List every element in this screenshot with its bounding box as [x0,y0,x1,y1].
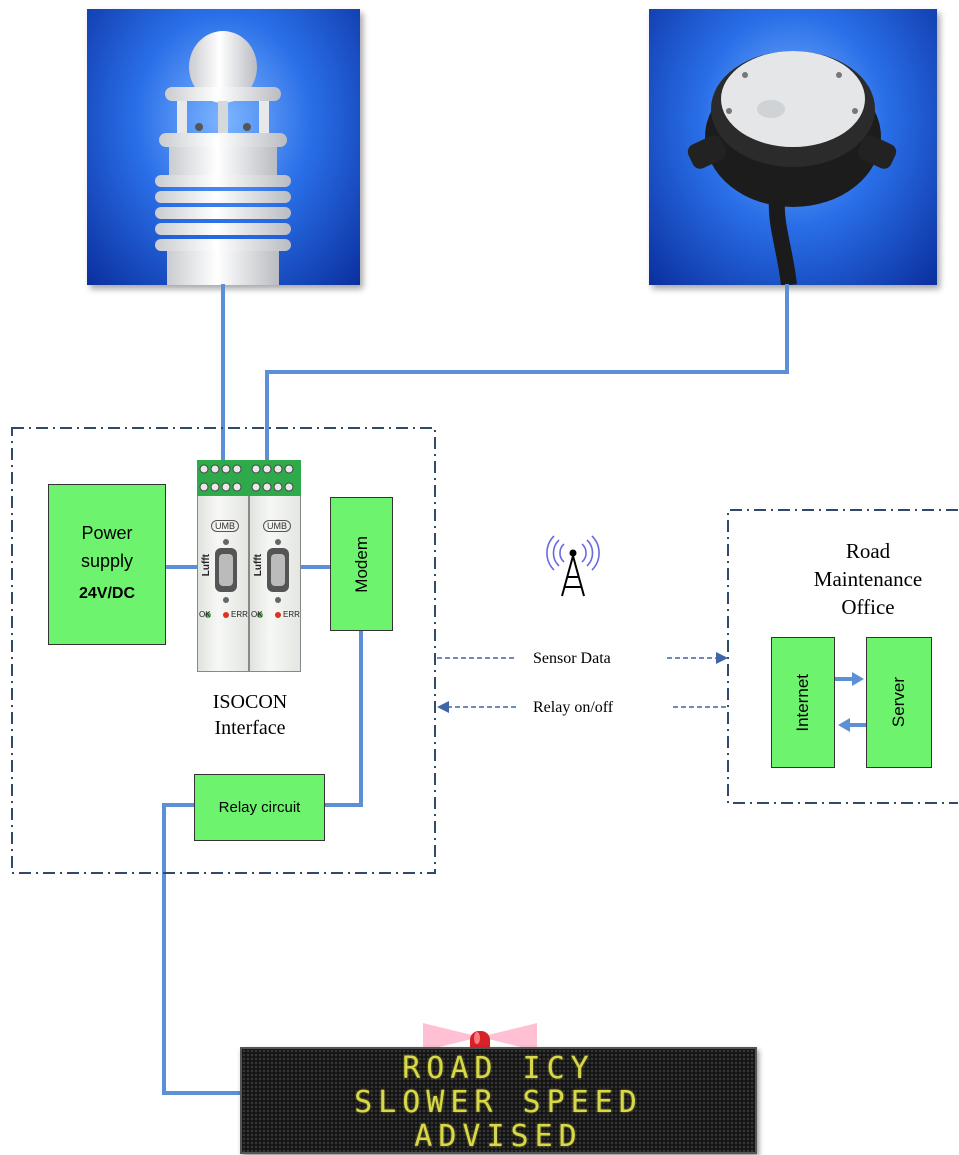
power-supply-title: Power supply [80,523,134,571]
power-supply-box: Power supply 24V/DC [48,484,166,645]
isocon-caption: ISOCON Interface [185,689,315,741]
brand-label-left: Lufft [201,554,212,577]
server-label: Server [889,677,908,728]
led-grid-texture [242,1049,755,1152]
ok-label-right: OK [251,610,263,619]
relay-circuit-label: Relay circuit [218,799,301,816]
radio-tower-icon [546,535,600,597]
modem-label: Modem [351,535,371,593]
isocon-caption-line2: Interface [214,717,286,739]
server-box: Server [866,637,932,768]
brand-label-right: Lufft [253,554,264,577]
led-road-sign: ROAD ICY SLOWER SPEED ADVISED [240,1047,757,1154]
err-label-right: ERR [283,610,300,619]
weather-sensor-photo [87,9,360,285]
ok-label-left: OK [199,610,211,619]
office-caption: Road Maintenance Office [793,537,943,621]
power-supply-voltage: 24V/DC [78,585,136,602]
umb-label-right: UMB [263,520,291,532]
sign-line-1: ROAD ICY [402,1050,595,1086]
sensor-data-label: Sensor Data [533,650,611,667]
office-caption-line1: Road [845,539,891,563]
office-caption-line2: Maintenance [813,567,923,591]
relay-circuit-box: Relay circuit [194,774,325,841]
sign-line-3: ADVISED [414,1118,583,1154]
modem-box: Modem [330,497,393,631]
sign-line-2: SLOWER SPEED [354,1084,643,1120]
isocon-device: UMB UMB Lufft Lufft OK ERR OK ERR [197,460,301,672]
isocon-caption-line1: ISOCON [212,691,288,713]
umb-label-left: UMB [211,520,239,532]
internet-label: Internet [793,673,812,732]
office-caption-line3: Office [841,595,895,619]
internet-box: Internet [771,637,835,768]
relay-onoff-label: Relay on/off [533,699,614,716]
road-sensor-photo [649,9,937,285]
err-label-left: ERR [231,610,248,619]
